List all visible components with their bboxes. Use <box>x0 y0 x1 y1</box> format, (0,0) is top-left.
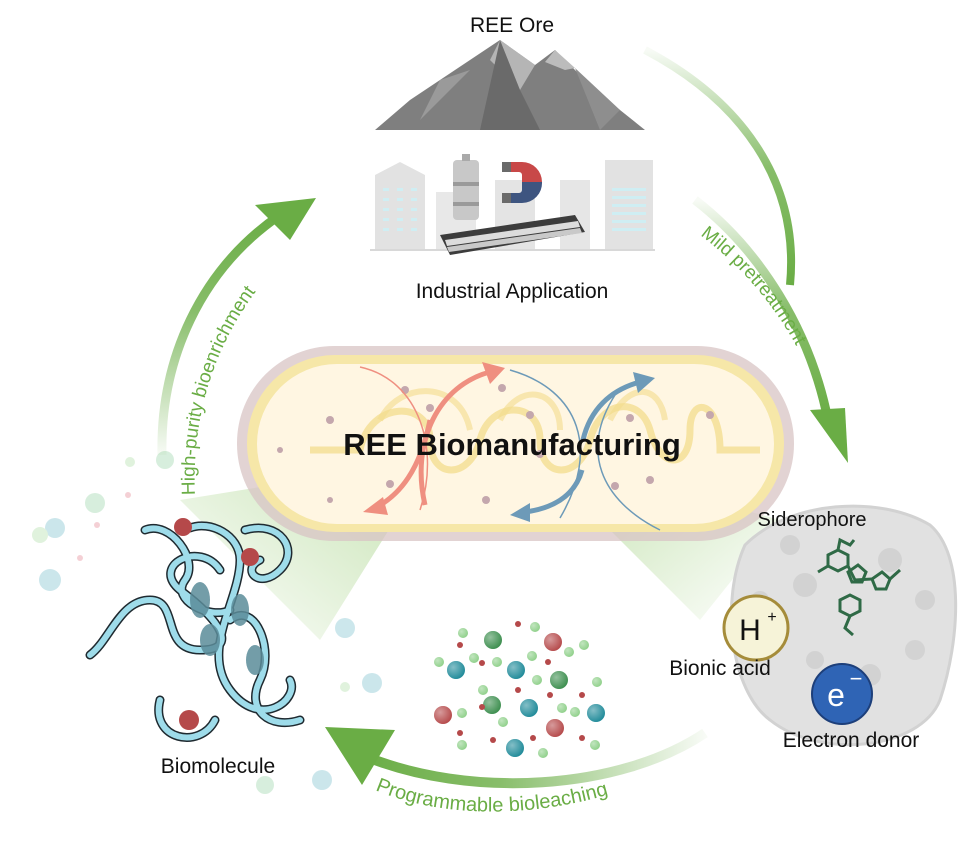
ion-highlight <box>587 704 605 722</box>
ion-highlight <box>457 740 467 750</box>
ion-particle <box>545 659 551 665</box>
ion-highlight <box>527 651 537 661</box>
ion-highlight <box>469 653 479 663</box>
ion-highlight <box>550 671 568 689</box>
bionic-acid-label: Bionic acid <box>669 657 771 680</box>
ion-particle <box>579 735 585 741</box>
cylinder-magnet-icon <box>453 154 479 220</box>
high-purity-bioenrichment-arrow <box>157 198 316 456</box>
ion-highlight <box>570 707 580 717</box>
ion-particle <box>457 730 463 736</box>
ion-highlight <box>592 677 602 687</box>
ion-highlight <box>434 706 452 724</box>
ion-highlight <box>530 622 540 632</box>
ion-highlight <box>498 717 508 727</box>
ion-highlight <box>520 699 538 717</box>
ion-highlight <box>544 633 562 651</box>
programmable-bioleaching-arrow <box>325 727 708 789</box>
ion-highlight <box>532 675 542 685</box>
electron-donor-label: Electron donor <box>783 729 920 752</box>
proton-icon: H + <box>722 594 790 662</box>
ion-particle <box>515 687 521 693</box>
ion-highlight <box>506 739 524 757</box>
mild-pretreatment-arrow <box>643 46 848 463</box>
lamp-fixture-icon <box>440 215 585 255</box>
siderophore-label: Siderophore <box>758 509 867 531</box>
svg-text:+: + <box>767 609 776 626</box>
mountain-icon <box>375 40 645 130</box>
electron-icon: e − <box>811 663 873 725</box>
ion-highlight <box>458 628 468 638</box>
svg-text:e: e <box>827 677 845 713</box>
ion-highlight <box>457 708 467 718</box>
svg-text:−: − <box>850 666 863 691</box>
ion-particle <box>479 660 485 666</box>
blue-cycle-arrow-up <box>580 379 641 441</box>
ion-highlight <box>579 640 589 650</box>
svg-text:H: H <box>739 614 761 647</box>
ion-particle <box>490 737 496 743</box>
ion-particle <box>479 704 485 710</box>
ion-particle <box>579 692 585 698</box>
blue-cycle-thin-2 <box>597 394 661 531</box>
protein-ribbon-icon <box>85 518 305 742</box>
ore-label: REE Ore <box>470 14 554 37</box>
horseshoe-magnet-icon <box>502 162 543 204</box>
diagram-title: REE Biomanufacturing <box>343 427 681 462</box>
ion-highlight <box>478 685 488 695</box>
biomolecule-label: Biomolecule <box>161 755 275 778</box>
metal-ions-cluster-icon <box>434 621 605 758</box>
ion-highlight <box>564 647 574 657</box>
ion-highlight <box>492 657 502 667</box>
red-cycle-thin <box>359 366 429 511</box>
blue-cycle-arrow-down <box>524 469 585 515</box>
ion-particle <box>530 735 536 741</box>
ion-highlight <box>557 703 567 713</box>
bacterial-cell <box>237 346 794 541</box>
siderophore-molecule-icon <box>817 537 902 637</box>
ion-highlight <box>507 661 525 679</box>
industry-label: Industrial Application <box>416 280 609 303</box>
ion-highlight <box>546 719 564 737</box>
ion-highlight <box>434 657 444 667</box>
ore-rock-icon <box>729 504 958 747</box>
ion-particle <box>547 692 553 698</box>
ion-particle <box>457 642 463 648</box>
ion-highlight <box>484 631 502 649</box>
faded-particles <box>32 451 382 794</box>
ion-highlight <box>538 748 548 758</box>
ion-highlight <box>483 696 501 714</box>
ion-particle <box>515 621 521 627</box>
red-cycle-arrow-up <box>418 369 491 506</box>
ion-highlight <box>590 740 600 750</box>
ion-highlight <box>447 661 465 679</box>
